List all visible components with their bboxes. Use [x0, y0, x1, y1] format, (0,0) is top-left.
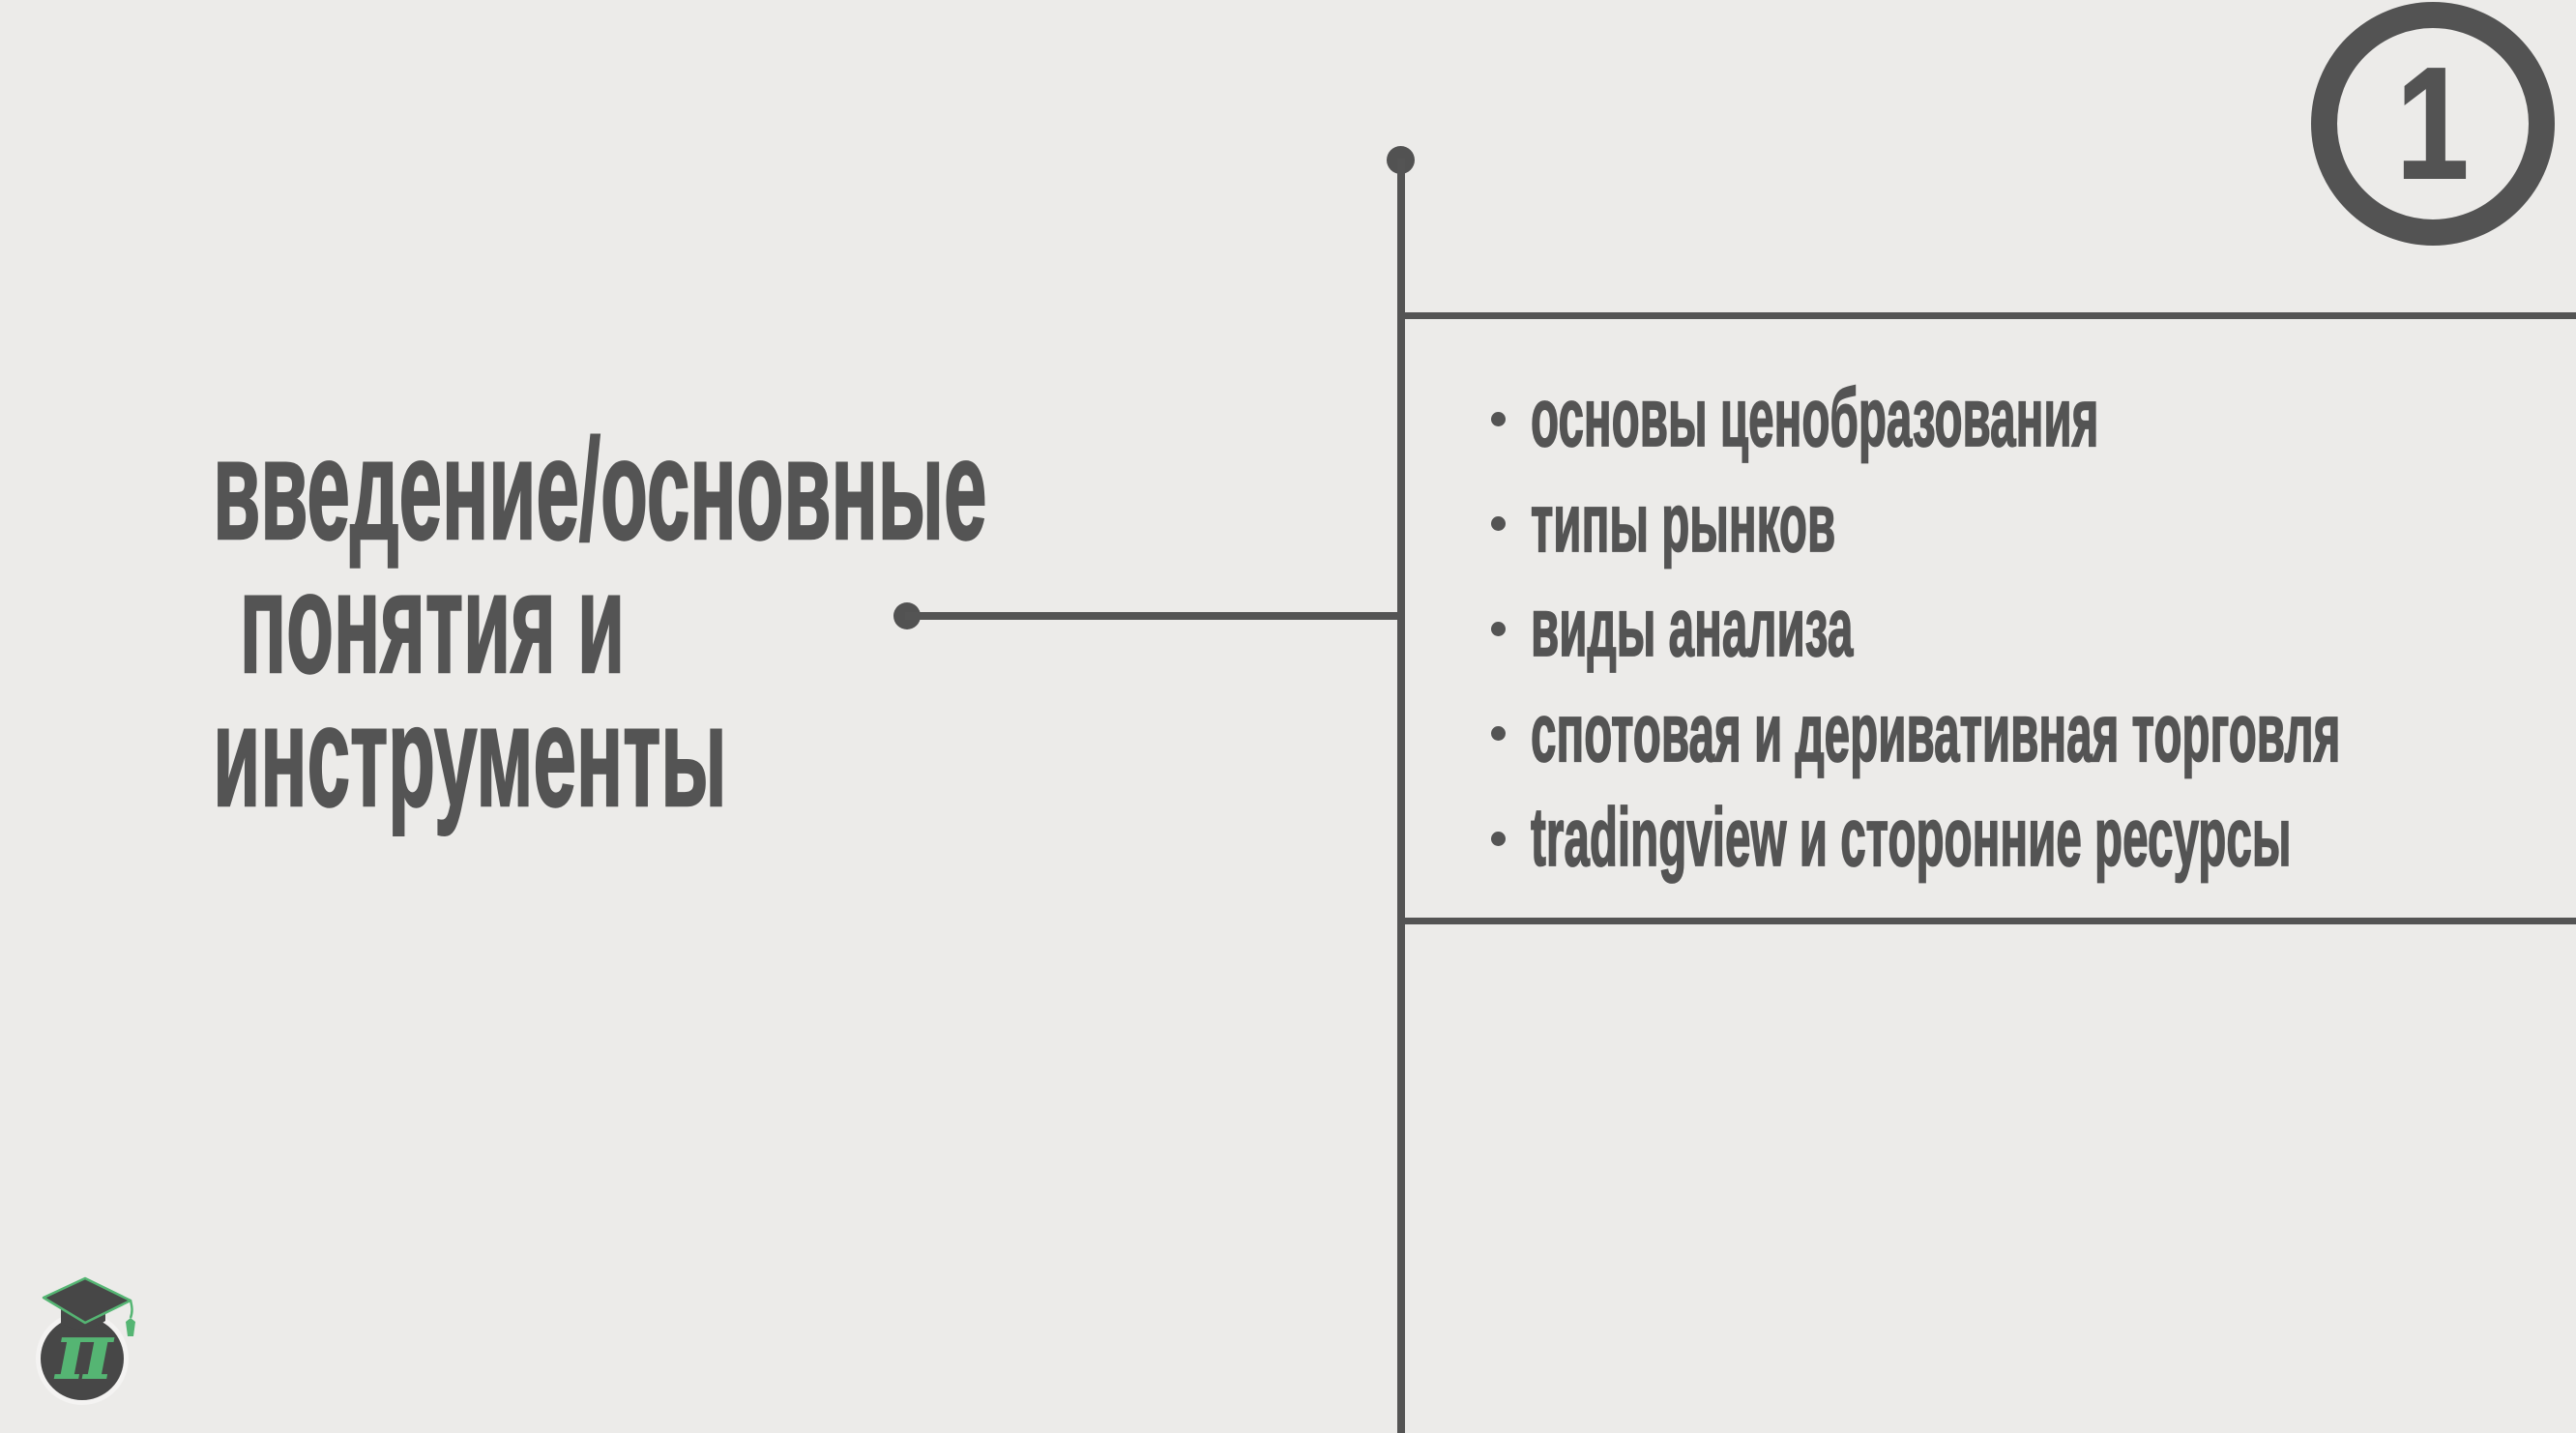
topic-item: типы рынков [1491, 472, 2576, 577]
topic-label: виды анализа [1530, 581, 1854, 675]
pi-academy-logo: π [36, 1276, 135, 1405]
topic-item: спотовая и деривативная торговля [1491, 682, 2576, 787]
topic-label: tradingview и сторонние ресурсы [1530, 791, 2292, 885]
pi-symbol: π [53, 1305, 115, 1398]
topic-label: типы рынков [1530, 477, 1836, 570]
section-number: 1 [2396, 35, 2470, 212]
topic-label: основы ценобразования [1530, 371, 2099, 465]
section-number-badge: 1 [2311, 2, 2555, 246]
topic-item: виды анализа [1491, 576, 2576, 682]
section-title-line-1: введение/основные [213, 410, 988, 570]
tassel-icon [126, 1318, 135, 1336]
topic-label: спотовая и деривативная торговля [1530, 687, 2341, 780]
title-connector-line [905, 612, 1402, 620]
topic-item: tradingview и сторонние ресурсы [1491, 786, 2576, 892]
topics-box-bottom-border [1405, 918, 2576, 924]
section-title: введение/основные понятия и инструменты [213, 410, 988, 836]
bullet-dot-icon [1491, 516, 1506, 532]
section-title-line-3: инструменты [213, 677, 728, 836]
graduation-cap-icon [42, 1276, 132, 1325]
section-title-line-2: понятия и [239, 543, 626, 703]
bullet-dot-icon [1491, 411, 1506, 426]
bullet-dot-icon [1491, 621, 1506, 636]
bullet-dot-icon [1491, 831, 1506, 846]
topics-list: основы ценобразования типы рынков виды а… [1491, 366, 2576, 892]
topic-item: основы ценобразования [1491, 366, 2576, 472]
topics-box-top-border [1405, 312, 2576, 319]
bullet-dot-icon [1491, 726, 1506, 742]
timeline-vertical-line [1397, 159, 1405, 1433]
tassel-cord [129, 1300, 133, 1319]
